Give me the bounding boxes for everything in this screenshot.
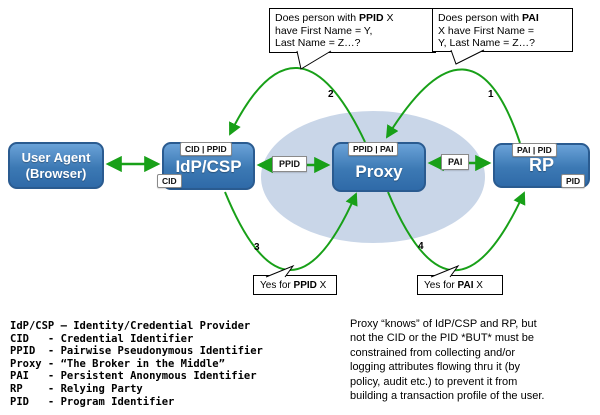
yes-pai-pre: Yes for: [424, 280, 458, 291]
tag-cid-ppid: CID | PPID: [180, 142, 232, 156]
yes-ppid-term: PPID: [293, 280, 317, 291]
user-agent-label-line1: User Agent: [21, 149, 91, 165]
tail-callout-ppid: [296, 50, 332, 70]
arrow-rp-to-proxy-query: [385, 68, 521, 144]
legend-abbreviations: IdP/CSP – Identity/Credential Provider C…: [10, 320, 263, 408]
callout-yes-pai: Yes for PAI X: [417, 275, 503, 295]
idp-csp-label: IdP/CSP: [175, 156, 242, 176]
arrow-proxy-to-idp-query: [229, 67, 366, 143]
step-3-label: 3: [254, 242, 260, 253]
edge-label-ppid: PPID: [272, 156, 308, 172]
arrow-idp-to-proxy-answer: [224, 191, 358, 271]
callout-ppid-line3: Last Name = Z…?: [275, 37, 361, 49]
callout-query-pai: Does person with PAI X have First Name =…: [432, 8, 573, 52]
arrow-proxy-to-rp-answer: [387, 191, 526, 272]
step-2-label: 2: [328, 89, 334, 100]
rp-label: RP: [528, 155, 554, 175]
tail-callout-pai: [450, 49, 485, 65]
tag-pai-pid: PAI | PID: [512, 143, 557, 157]
proxy-constraint-note: Proxy “knows” of IdP/CSP and RP, but not…: [350, 318, 545, 403]
yes-pai-post: X: [473, 280, 483, 291]
callout-ppid-line2: have First Name = Y,: [275, 24, 373, 37]
callout-pai-line2: X have First Name =: [438, 24, 534, 37]
tag-cid: CID: [157, 174, 182, 188]
callout-query-ppid: Does person with PPID X have First Name …: [269, 8, 436, 53]
callout-yes-ppid: Yes for PPID X: [253, 275, 337, 295]
yes-ppid-pre: Yes for: [260, 280, 294, 291]
callout-ppid-pre: Does person with: [275, 12, 360, 24]
user-agent-label-line2: (Browser): [25, 165, 87, 181]
callout-ppid-term: PPID: [359, 12, 384, 24]
yes-pai-term: PAI: [457, 280, 474, 291]
tag-pid: PID: [561, 174, 586, 188]
step-4-label: 4: [418, 241, 424, 252]
callout-pai-term: PAI: [522, 12, 539, 24]
proxy-label: Proxy: [355, 161, 403, 181]
callout-ppid-post: X: [383, 12, 394, 24]
edge-label-pai: PAI: [441, 154, 470, 170]
node-user-agent: User Agent (Browser): [8, 142, 104, 189]
callout-pai-line3: Y, Last Name = Z…?: [438, 37, 535, 49]
yes-ppid-post: X: [316, 280, 327, 291]
tag-ppid-pai: PPID | PAI: [348, 142, 399, 156]
step-1-label: 1: [488, 89, 494, 100]
callout-pai-pre: Does person with: [438, 12, 523, 24]
